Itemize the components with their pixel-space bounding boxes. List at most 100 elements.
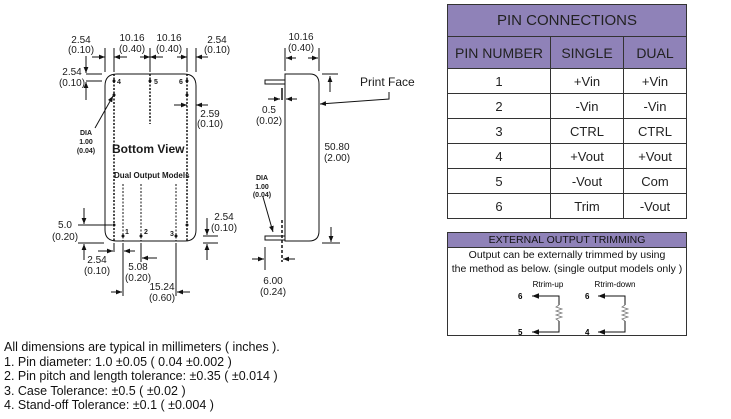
dual-cell: -Vout bbox=[623, 193, 687, 219]
dim-top-right-mm: 2.54 bbox=[207, 35, 227, 46]
note-item: 3. Case Tolerance: ±0.5 ( ±0.02 ) bbox=[4, 383, 186, 398]
dim-left-top-in: (0.10) bbox=[59, 78, 85, 89]
rtrim-up-bottom-pin: 5 bbox=[518, 328, 523, 337]
dim-length-in: (2.00) bbox=[324, 153, 350, 164]
single-cell: -Vout bbox=[550, 168, 624, 194]
dim-left-top-mm: 2.54 bbox=[62, 67, 82, 78]
dual-cell: -Vin bbox=[623, 93, 687, 119]
dim-top-pitch-b-in: (0.40) bbox=[156, 44, 182, 55]
header-single: SINGLE bbox=[550, 36, 624, 69]
dim-side-dia-label: DIA bbox=[256, 175, 268, 182]
single-cell: CTRL bbox=[550, 118, 624, 144]
resistor-icon bbox=[620, 304, 630, 322]
dim-left-bottom-mm: 5.0 bbox=[58, 220, 72, 231]
side-view bbox=[252, 48, 390, 270]
dim-bottom-span-mm: 15.24 bbox=[149, 282, 174, 293]
table-row: 4 +Vout +Vout bbox=[447, 143, 687, 169]
dim-standoff-mm: 0.5 bbox=[262, 105, 276, 116]
note-item: 2. Pin pitch and length tolerance: ±0.35… bbox=[4, 369, 278, 383]
rtrim-down-top-pin: 6 bbox=[585, 292, 590, 301]
dim-top-right-in: (0.10) bbox=[204, 45, 230, 56]
side-pin-top bbox=[264, 79, 286, 85]
rtrim-down-bottom-pin: 4 bbox=[585, 328, 590, 337]
pin-number-cell: 4 bbox=[447, 143, 551, 169]
resistor-icon bbox=[554, 304, 564, 322]
pin-number-cell: 1 bbox=[447, 68, 551, 94]
single-cell: +Vin bbox=[550, 68, 624, 94]
dim-bottom-span-in: (0.60) bbox=[149, 293, 175, 304]
dual-cell: Com bbox=[623, 168, 687, 194]
rtrim-up-label: Rtrim-up bbox=[533, 280, 564, 289]
dim-standoff-in: (0.02) bbox=[256, 116, 282, 127]
pin-label-5: 5 bbox=[154, 79, 158, 86]
note-item: 4. Stand-off Tolerance: ±0.1 ( ±0.004 ) bbox=[4, 398, 214, 412]
dim-right-pin-in: (0.10) bbox=[197, 119, 223, 130]
rtrim-up-circuit: Rtrim-up 6 5 bbox=[518, 280, 564, 337]
dim-side-dia-in: (0.04) bbox=[253, 192, 271, 199]
dim-top-pitch-b-mm: 10.16 bbox=[156, 33, 181, 44]
bottom-view bbox=[78, 48, 218, 296]
pin-number-cell: 3 bbox=[447, 118, 551, 144]
external-output-trimming-box: EXTERNAL OUTPUT TRIMMING Output can be e… bbox=[447, 232, 687, 337]
table-row: 1 +Vin +Vin bbox=[447, 68, 687, 94]
dim-right-bottom-mm: 2.54 bbox=[214, 212, 234, 223]
dim-dia-in: (0.04) bbox=[77, 148, 95, 155]
dim-dia-label: DIA bbox=[80, 130, 92, 137]
pin-label-2: 2 bbox=[144, 229, 148, 236]
dim-pin-length-in: (0.24) bbox=[260, 287, 286, 298]
notes-intro: All dimensions are typical in millimeter… bbox=[4, 340, 280, 354]
print-face-label: Print Face bbox=[360, 75, 415, 89]
dim-dia-mm: 1.00 bbox=[79, 139, 93, 146]
dim-bottom-pitch-in: (0.20) bbox=[125, 273, 151, 284]
dim-pin-length-mm: 6.00 bbox=[263, 276, 283, 287]
dim-top-pitch-a-in: (0.40) bbox=[119, 44, 145, 55]
header-dual: DUAL bbox=[623, 36, 687, 69]
dim-length-mm: 50.80 bbox=[324, 142, 349, 153]
dim-right-pin-mm: 2.59 bbox=[200, 109, 220, 120]
single-cell: Trim bbox=[550, 193, 624, 219]
bottom-view-labels: 4 5 6 1 2 3 Bottom View Dual Output Mode… bbox=[52, 33, 237, 304]
pin-table-title: PIN CONNECTIONS bbox=[447, 4, 687, 37]
rtrim-down-circuit: Rtrim-down 6 4 bbox=[585, 280, 635, 337]
pin-number-cell: 6 bbox=[447, 193, 551, 219]
pin-connections-table: PIN CONNECTIONS PIN NUMBER SINGLE DUAL 1… bbox=[447, 4, 687, 219]
dim-side-dia-mm: 1.00 bbox=[255, 184, 269, 191]
trimming-description-line1: Output can be externally trimmed by usin… bbox=[468, 249, 666, 261]
dim-bottom-left-in: (0.10) bbox=[84, 266, 110, 277]
table-row: 6 Trim -Vout bbox=[447, 193, 687, 219]
single-cell: +Vout bbox=[550, 143, 624, 169]
dual-cell: +Vout bbox=[623, 143, 687, 169]
pin-label-4: 4 bbox=[117, 79, 121, 86]
table-row: 2 -Vin -Vin bbox=[447, 93, 687, 119]
dim-right-bottom-in: (0.10) bbox=[211, 223, 237, 234]
dim-side-width-in: (0.40) bbox=[288, 43, 314, 54]
pin-number-cell: 5 bbox=[447, 168, 551, 194]
pin-label-1: 1 bbox=[125, 229, 129, 236]
header-pin-number: PIN NUMBER bbox=[447, 36, 551, 69]
single-cell: -Vin bbox=[550, 93, 624, 119]
dual-output-models-label: Dual Output Models bbox=[114, 171, 190, 180]
dual-cell: CTRL bbox=[623, 118, 687, 144]
table-row: 5 -Vout Com bbox=[447, 168, 687, 194]
dim-bottom-left-mm: 2.54 bbox=[87, 255, 107, 266]
dimension-notes: All dimensions are typical in millimeter… bbox=[4, 340, 280, 413]
pin-label-3: 3 bbox=[170, 231, 174, 238]
dim-side-width-mm: 10.16 bbox=[288, 32, 313, 43]
table-row: 3 CTRL CTRL bbox=[447, 118, 687, 144]
side-view-case-outline bbox=[284, 73, 320, 242]
rtrim-down-label: Rtrim-down bbox=[595, 280, 636, 289]
pin-label-6: 6 bbox=[179, 79, 183, 86]
dim-bottom-pitch-mm: 5.08 bbox=[128, 262, 148, 273]
side-pin-bottom bbox=[264, 235, 286, 241]
side-view-labels: 10.16 (0.40) Print Face 0.5 (0.02) 50.80… bbox=[253, 32, 415, 298]
dim-top-left-in: (0.10) bbox=[68, 45, 94, 56]
dim-left-bottom-in: (0.20) bbox=[52, 232, 78, 243]
pin-number-cell: 2 bbox=[447, 93, 551, 119]
dim-top-pitch-a-mm: 10.16 bbox=[119, 33, 144, 44]
dual-cell: +Vin bbox=[623, 68, 687, 94]
trimming-description-line2: the method as below. (single output mode… bbox=[451, 263, 683, 275]
note-item: 1. Pin diameter: 1.0 ±0.05 ( 0.04 ±0.002… bbox=[4, 354, 232, 369]
dim-top-left-mm: 2.54 bbox=[71, 35, 91, 46]
trimming-diagram: Rtrim-up 6 5 Rtrim-down 6 4 bbox=[518, 280, 635, 337]
